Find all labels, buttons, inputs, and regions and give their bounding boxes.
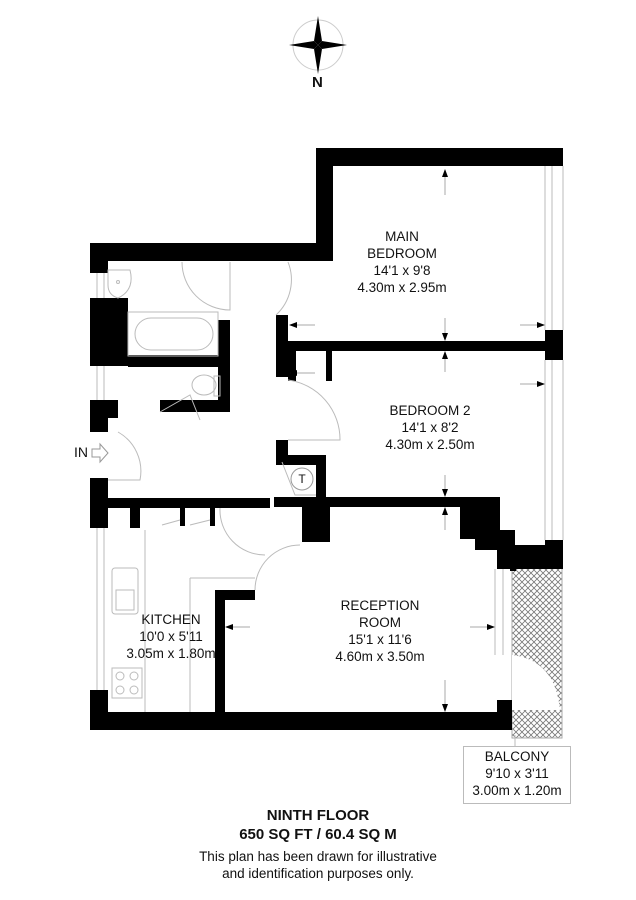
floor-area: 650 SQ FT / 60.4 SQ M bbox=[239, 826, 397, 843]
bathtub-icon bbox=[127, 311, 219, 357]
room-metric: 3.00m x 1.20m bbox=[472, 783, 562, 798]
room-imperial: 10'0 x 5'11 bbox=[139, 629, 203, 644]
windows bbox=[96, 166, 564, 712]
room-label-reception: RECEPTION ROOM 15'1 x 11'6 4.60m x 3.50m bbox=[325, 597, 435, 665]
room-name: BEDROOM 2 bbox=[389, 403, 471, 418]
room-metric: 4.60m x 3.50m bbox=[335, 649, 425, 664]
compass-north-label: N bbox=[312, 74, 323, 91]
disclaimer-line-1: This plan has been drawn for illustrativ… bbox=[199, 849, 437, 864]
kitchen-sink-icon bbox=[111, 567, 139, 615]
room-name: BALCONY bbox=[484, 749, 550, 764]
room-name: ROOM bbox=[359, 615, 401, 630]
room-metric: 4.30m x 2.50m bbox=[385, 437, 475, 452]
sink-icon bbox=[107, 269, 132, 299]
bathroom-fixtures bbox=[107, 269, 221, 699]
disclaimer-line-2: and identification purposes only. bbox=[222, 866, 414, 881]
room-imperial: 9'10 x 3'11 bbox=[485, 766, 549, 781]
room-imperial: 15'1 x 11'6 bbox=[348, 632, 412, 647]
room-name: MAIN bbox=[385, 229, 419, 244]
floor-title: NINTH FLOOR bbox=[266, 807, 370, 824]
room-label-kitchen: KITCHEN 10'0 x 5'11 3.05m x 1.80m bbox=[116, 611, 226, 662]
balcony-area bbox=[511, 567, 563, 746]
dimension-markers bbox=[225, 169, 545, 712]
walls bbox=[90, 148, 563, 730]
toilet-icon bbox=[191, 374, 221, 397]
entrance-label: IN bbox=[74, 444, 88, 460]
room-name: KITCHEN bbox=[141, 612, 201, 627]
room-label-main-bedroom: MAIN BEDROOM 14'1 x 9'8 4.30m x 2.95m bbox=[342, 228, 462, 296]
room-name: RECEPTION bbox=[340, 598, 420, 613]
room-imperial: 14'1 x 8'2 bbox=[401, 420, 459, 435]
entry-arrow-icon bbox=[91, 442, 109, 464]
cupboard-label: T bbox=[298, 472, 306, 486]
hob-icon bbox=[111, 667, 143, 699]
door-swings bbox=[108, 261, 341, 591]
room-name: BEDROOM bbox=[367, 246, 437, 261]
plan-footer: NINTH FLOOR 650 SQ FT / 60.4 SQ M This p… bbox=[0, 806, 636, 882]
room-metric: 4.30m x 2.95m bbox=[357, 280, 447, 295]
room-label-bedroom-2: BEDROOM 2 14'1 x 8'2 4.30m x 2.50m bbox=[365, 402, 495, 453]
room-metric: 3.05m x 1.80m bbox=[126, 646, 216, 661]
cupboard-t-icon bbox=[290, 467, 314, 491]
room-imperial: 14'1 x 9'8 bbox=[373, 263, 431, 278]
room-label-balcony: BALCONY 9'10 x 3'11 3.00m x 1.20m bbox=[463, 748, 571, 799]
balcony-label-box bbox=[463, 746, 571, 804]
compass-rose-icon bbox=[289, 16, 347, 74]
